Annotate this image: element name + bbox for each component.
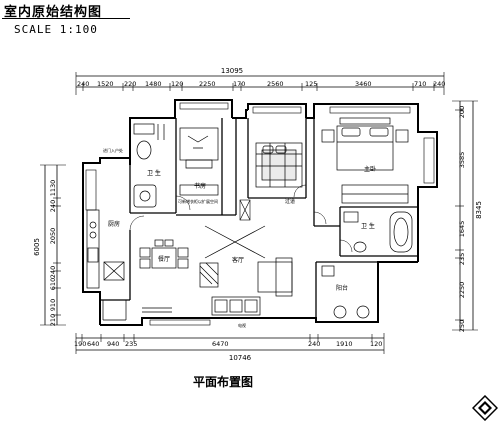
bottom-total-dimension: 10746 bbox=[229, 354, 252, 362]
room-label-kitchen: 厨房 bbox=[108, 220, 120, 228]
room-label-dining: 餐厅 bbox=[158, 255, 170, 263]
room-label-bathroom-left: 卫 生 bbox=[147, 169, 161, 177]
bottom-dim-2: 640 bbox=[87, 340, 99, 348]
right-dim-4: 235 bbox=[458, 253, 466, 265]
left-dim-5: 610 bbox=[49, 278, 57, 290]
title-underline bbox=[2, 18, 130, 19]
top-dim-11: 710 bbox=[414, 80, 426, 88]
bottom-dim-1: 190 bbox=[74, 340, 86, 348]
left-dimension-chain bbox=[40, 164, 66, 326]
left-dim-3: 2050 bbox=[49, 228, 57, 245]
windows bbox=[85, 102, 435, 326]
right-dimension-chain bbox=[452, 100, 478, 331]
drawing-title: 室内原始结构图 bbox=[4, 5, 103, 20]
left-dim-4: 240 bbox=[49, 266, 57, 278]
outer-walls bbox=[82, 99, 438, 326]
right-dim-6: 250 bbox=[458, 320, 466, 332]
left-total-dimension: 6005 bbox=[33, 238, 41, 256]
bottom-dim-6: 240 bbox=[308, 340, 320, 348]
room-labels: 卫 生 书房 可新增衣柜以扩展空间 厨房 餐厅 客厅 主卧 卫 生 阳台 进门入… bbox=[103, 147, 376, 328]
top-dim-2: 1520 bbox=[97, 80, 114, 88]
top-dim-1: 240 bbox=[77, 80, 89, 88]
dining-set bbox=[139, 239, 189, 269]
right-dim-1: 200 bbox=[458, 106, 466, 118]
plan-caption: 平面布置图 bbox=[193, 375, 254, 389]
tv-note: 电视 bbox=[238, 322, 246, 328]
bottom-dim-3: 940 bbox=[107, 340, 119, 348]
top-total-dimension: 13095 bbox=[221, 67, 243, 75]
top-dim-10: 3460 bbox=[355, 80, 372, 88]
balcony-fixtures bbox=[321, 265, 370, 319]
entry-bay bbox=[102, 300, 172, 321]
second-bedroom-bed bbox=[255, 142, 303, 188]
interior-walls bbox=[100, 118, 418, 318]
right-dim-2: 3585 bbox=[458, 152, 466, 169]
right-dim-5: 2250 bbox=[458, 282, 466, 299]
left-dim-6: 910 bbox=[49, 299, 57, 311]
designer-logo-icon bbox=[472, 395, 498, 421]
room-label-study: 书房 bbox=[194, 182, 206, 190]
top-dim-12: 240 bbox=[433, 80, 445, 88]
room-label-master-bedroom: 主卧 bbox=[364, 165, 376, 173]
bottom-dim-7: 1910 bbox=[336, 340, 353, 348]
top-dim-3: 220 bbox=[124, 80, 136, 88]
left-dim-1: 1130 bbox=[49, 180, 57, 197]
top-dim-6: 2250 bbox=[199, 80, 216, 88]
bottom-dimension-chain bbox=[75, 333, 385, 354]
top-dim-5: 120 bbox=[171, 80, 183, 88]
left-dim-2: 240 bbox=[49, 200, 57, 212]
top-dim-9: 125 bbox=[305, 80, 317, 88]
left-dim-7: 210 bbox=[49, 314, 57, 326]
kitchen-fixtures bbox=[86, 209, 125, 289]
drawing-scale: SCALE 1:100 bbox=[14, 23, 98, 36]
top-dimension-chain bbox=[75, 72, 445, 95]
room-label-living: 客厅 bbox=[232, 256, 244, 264]
room-label-bathroom-right: 卫 生 bbox=[361, 222, 375, 230]
study-furniture bbox=[179, 127, 219, 196]
bottom-dim-8: 120 bbox=[370, 340, 382, 348]
bottom-dim-4: 235 bbox=[125, 340, 137, 348]
bathroom-right-fixtures bbox=[343, 211, 413, 253]
vertical-dimension-labels: 6005 1130 240 2050 240 610 910 210 8345 … bbox=[33, 106, 483, 332]
master-bedroom-furniture bbox=[321, 117, 409, 204]
living-room-furniture bbox=[199, 225, 293, 316]
corridor-elements bbox=[239, 199, 251, 221]
bathroom-left-fixtures bbox=[133, 123, 165, 208]
top-dim-7: 170 bbox=[233, 80, 245, 88]
doors bbox=[129, 184, 353, 253]
bottom-dim-5: 6470 bbox=[212, 340, 229, 348]
top-dim-8: 2560 bbox=[267, 80, 284, 88]
right-total-dimension: 8345 bbox=[475, 201, 483, 219]
room-label-corridor: 过道 bbox=[285, 198, 295, 205]
entry-note: 进门入户处 bbox=[103, 147, 123, 153]
dimension-labels: 13095 240 1520 220 1480 120 2250 170 256… bbox=[74, 67, 445, 362]
room-label-balcony: 阳台 bbox=[336, 284, 348, 292]
right-dim-3: 1645 bbox=[458, 221, 466, 238]
top-dim-4: 1480 bbox=[145, 80, 162, 88]
study-note: 可新增衣柜以扩展空间 bbox=[178, 198, 218, 204]
